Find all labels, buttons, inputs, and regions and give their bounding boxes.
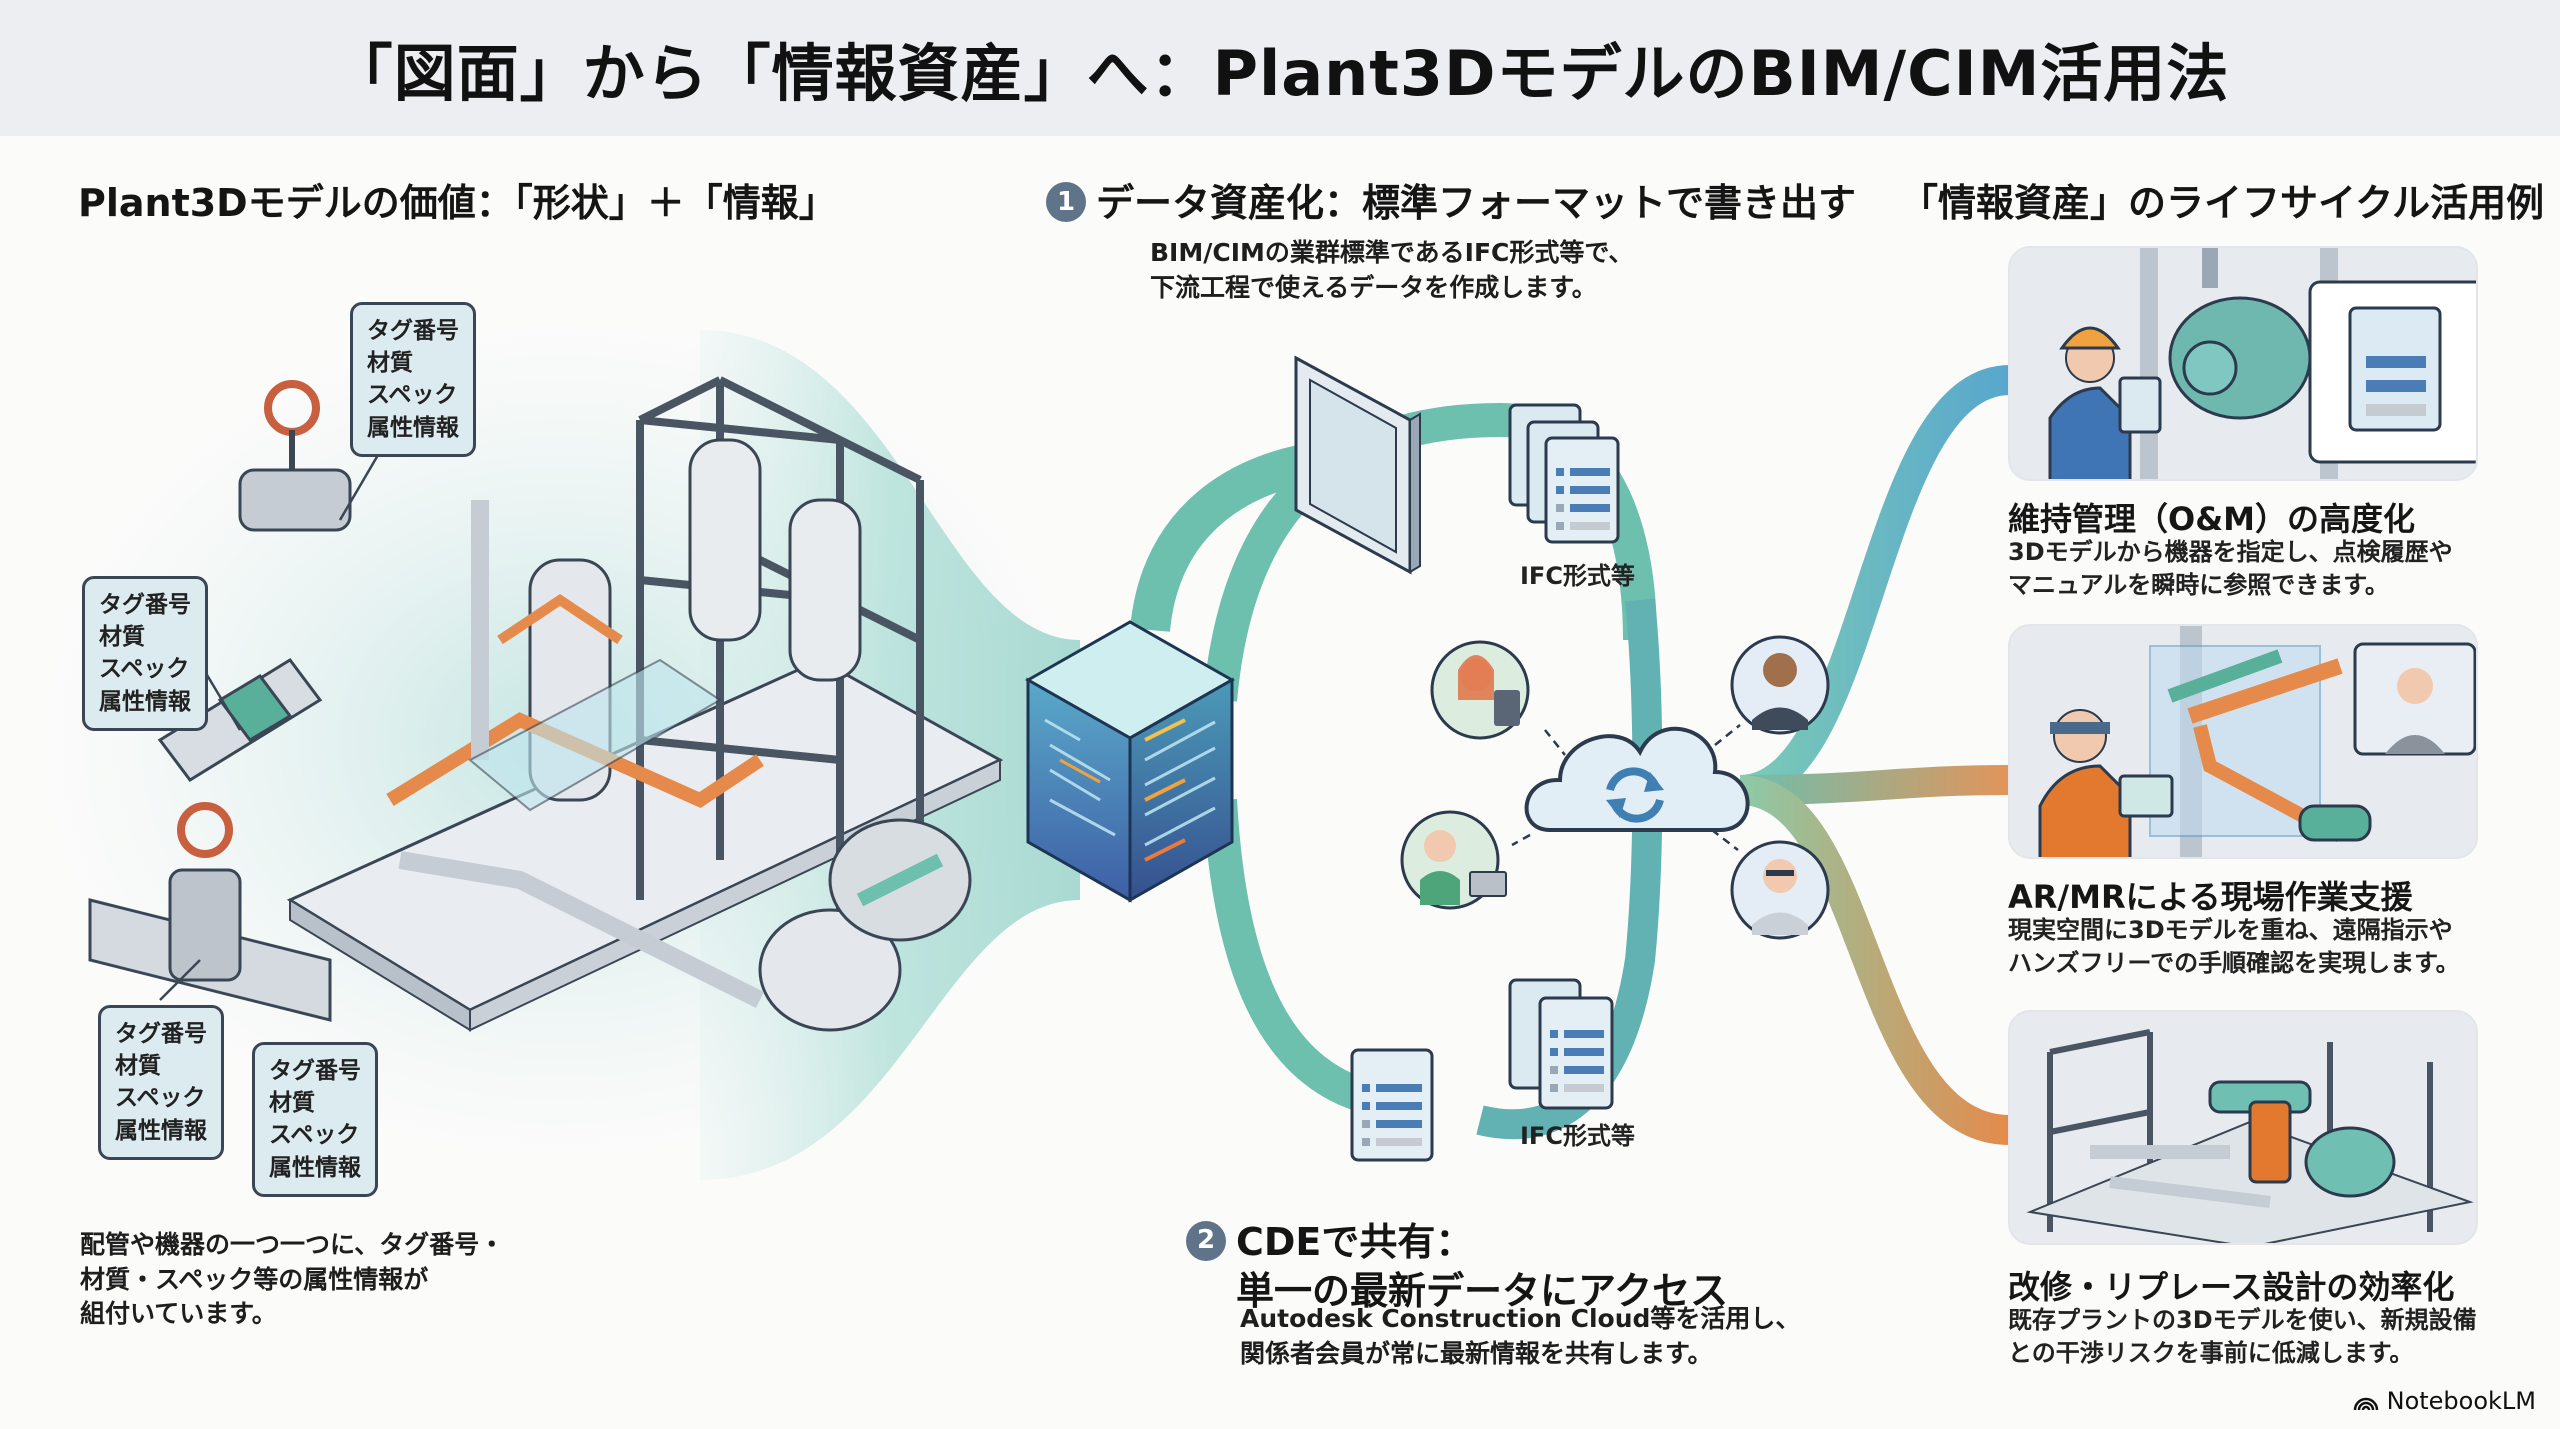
cloud-sync-icon	[1524, 726, 1750, 832]
cde-loop-bottom	[1203, 799, 1384, 1117]
tag-line: タグ番号	[115, 1021, 207, 1047]
description-line: 3Dモデルから機器を指定し、点検履歴や	[2008, 538, 2453, 566]
tag-line: 材質	[269, 1090, 315, 1117]
description-line: 配管や機器の一つ一つに、タグ番号・	[80, 1230, 505, 1259]
description-line: 関係者会員が常に最新情報を共有します。	[1240, 1338, 1713, 1368]
page-title: 「図面」から「情報資産」へ：Plant3DモデルのBIM/CIM活用法	[330, 37, 2230, 110]
card-image-om	[2008, 246, 2478, 481]
tag-line: 材質	[115, 1053, 161, 1080]
tag-line: スペック	[115, 1085, 206, 1112]
ifc-label-top: IFC形式等	[1520, 562, 1635, 590]
card-title-retrofit: 改修・リプレース設計の効率化	[2008, 1268, 2455, 1306]
card-description-retrofit: 既存プラントの3Dモデルを使い、新規設備 との干渉リスクを事前に低減します。	[2008, 1304, 2477, 1370]
card-title-om: 維持管理（O&M）の高度化	[2008, 500, 2415, 538]
description-line: Autodesk Construction Cloud等を活用し、	[1240, 1304, 1801, 1333]
tag-line: 材質	[367, 350, 413, 377]
description-line: ハンズフリーでの手順確認を実現します。	[2008, 949, 2460, 978]
avatar-man-suit	[1730, 635, 1830, 735]
ifc-document-stack-top	[1508, 403, 1620, 544]
om-illustration	[2048, 248, 2476, 479]
step1-number-badge: 1	[1046, 181, 1086, 222]
description-line: 既存プラントの3Dモデルを使い、新規設備	[2008, 1306, 2477, 1334]
export-frame-icon	[1294, 355, 1421, 575]
description-line: マニュアルを瞬時に参照できます。	[2008, 571, 2389, 600]
branch-om	[1738, 365, 2012, 805]
cde-loop	[1203, 402, 1657, 702]
tag-line: タグ番号	[269, 1058, 361, 1084]
avatar-woman-tablet	[1430, 640, 1530, 740]
tag-line: 属性情報	[269, 1154, 361, 1181]
tag-line: スペック	[269, 1122, 360, 1149]
valve-bottom	[88, 802, 332, 1022]
step2-heading-line1: CDEで共有：	[1236, 1220, 1474, 1264]
ifc-document-stack-bottom	[1508, 978, 1614, 1110]
step1-heading-text: データ資産化：標準フォーマットで書き出す	[1096, 181, 1857, 225]
right-section-heading: 「情報資産」のライフサイクル活用例	[1900, 181, 2545, 225]
step2-description: Autodesk Construction Cloud等を活用し、 関係者会員が…	[1240, 1302, 1800, 1371]
attribute-tag-box: タグ番号 材質 スペック 属性情報	[98, 1005, 224, 1160]
step1-description: BIM/CIMの業群標準であるIFC形式等で、 下流工程で使えるデータを作成しま…	[1150, 236, 1633, 305]
description-line: 現実空間に3Dモデルを重ね、遠隔指示や	[2008, 916, 2453, 944]
card-image-ar-mr	[2008, 624, 2478, 859]
card-title-ar-mr: AR/MRによる現場作業支援	[2008, 878, 2413, 916]
pipe-segment-green	[157, 658, 323, 782]
card-description-om: 3Dモデルから機器を指定し、点検履歴や マニュアルを瞬時に参照できます。	[2008, 536, 2453, 602]
left-section-heading: Plant3Dモデルの価値：「形状」＋「情報」	[78, 181, 837, 225]
notebooklm-brand: NotebookLM	[2353, 1387, 2536, 1415]
step2-heading-line2: 単一の最新データにアクセス	[1236, 1269, 1729, 1314]
tag-line: タグ番号	[367, 318, 459, 344]
step2-number-badge: 2	[1186, 1220, 1226, 1261]
valve-top	[238, 380, 352, 532]
cde-loop-right	[1476, 598, 1663, 1140]
tag-line: 属性情報	[115, 1117, 207, 1144]
retrofit-illustration	[2026, 1029, 2474, 1243]
tag-line: 属性情報	[99, 688, 191, 715]
attribute-tag-box: タグ番号 材質 スペック 属性情報	[82, 576, 208, 731]
tag-line: スペック	[99, 656, 190, 683]
tag-line: 属性情報	[367, 414, 459, 441]
avatar-woman-laptop	[1400, 810, 1507, 910]
card-description-ar-mr: 現実空間に3Dモデルを重ね、遠隔指示や ハンズフリーでの手順確認を実現します。	[2008, 914, 2460, 980]
document-single	[1350, 1048, 1434, 1162]
plant-illustration	[286, 376, 1004, 1032]
attribute-tag-box: タグ番号 材質 スペック 属性情報	[252, 1042, 378, 1197]
tag-line: 材質	[99, 624, 145, 651]
ifc-label-bottom: IFC形式等	[1520, 1122, 1635, 1150]
data-cube	[1024, 620, 1236, 903]
ar-mr-illustration	[2038, 626, 2476, 857]
notebooklm-logo-icon	[2353, 1397, 2378, 1411]
title-band: 「図面」から「情報資産」へ：Plant3DモデルのBIM/CIM活用法	[0, 0, 2560, 136]
brand-label: NotebookLM	[2386, 1387, 2536, 1415]
description-line: 組付いています。	[80, 1299, 277, 1328]
description-line: 下流工程で使えるデータを作成します。	[1150, 272, 1597, 302]
left-description: 配管や機器の一つ一つに、タグ番号・ 材質・スペック等の属性情報が 組付いています…	[80, 1228, 504, 1332]
tag-line: スペック	[367, 382, 458, 409]
card-image-retrofit	[2008, 1010, 2478, 1245]
attribute-tag-box: タグ番号 材質 スペック 属性情報	[350, 302, 476, 457]
tag-line: タグ番号	[99, 592, 191, 618]
description-line: BIM/CIMの業群標準であるIFC形式等で、	[1150, 238, 1634, 267]
branch-retrofit	[1738, 775, 2011, 1145]
avatar-man-glasses	[1730, 840, 1830, 940]
description-line: との干渉リスクを事前に低減します。	[2008, 1339, 2414, 1368]
description-line: 材質・スペック等の属性情報が	[80, 1264, 429, 1294]
